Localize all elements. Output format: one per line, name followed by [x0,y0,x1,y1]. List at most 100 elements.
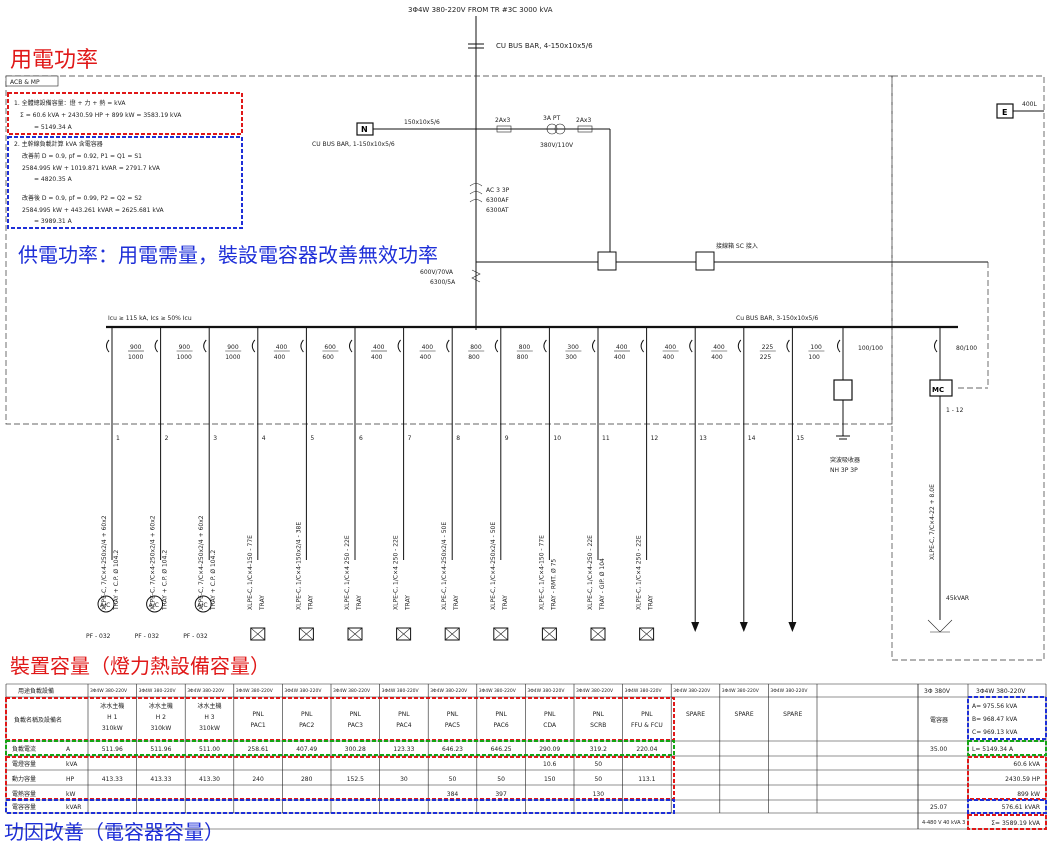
value-cell: 50 [497,776,505,783]
value-cell: 407.49 [296,746,317,753]
row-unit: kW [66,791,75,798]
feeder-conduit: TRAY - GIP. Ø 104 [599,558,606,611]
breaker-trip: 900 [179,344,191,351]
load-name-cell: PAC5 [445,722,460,729]
total-current-box [967,740,1047,756]
cap-size: 45kVAR [946,595,969,602]
fuse-left-icon [496,125,512,133]
feeder-cable: XLPE-C, 1/C×4 250 - 22E [393,535,400,610]
meter-box-2-icon [695,251,715,271]
source-label: 3Φ4W 380-220V FROM TR #3C 3000 kVA [408,6,553,14]
demand-power-annotation: 用電功率 [10,48,99,73]
n-bus-label: CU BUS BAR, 1-150x10x5/6 [312,141,395,148]
value-cell: 384 [447,791,459,798]
breaker-trip: 400 [665,344,677,351]
load-name-cell: H 3 [204,714,214,721]
load-name-cell: 冰水主機 [149,702,173,710]
value-cell: 50 [594,761,602,768]
bus-rating-label: Icu ≥ 115 kA, Ics ≥ 50% Icu [108,315,192,322]
calc-blue-7: = 3989.31 A [34,218,73,225]
table-header-cell: 3Φ4W 380-220V [576,688,614,694]
spd-label: 突波吸收器 [830,456,860,464]
feeder-number: 8 [456,435,460,442]
acb-at: 6300AF [486,197,509,204]
feeder-number: 5 [310,435,314,442]
phase-balance-box [967,696,1047,740]
breaker-trip: 800 [519,344,531,351]
supply-left: 4-480 V 40 kVA 3 [922,820,965,826]
load-name-cell: PNL [398,711,410,718]
cap-cable: XLPE-C, 7/C×4-22 + 8.0E [929,484,936,560]
mc-icon [929,379,953,397]
meter-box-1-icon [597,251,617,271]
table-header-cell: 3Φ4W 380-220V [770,688,808,694]
feeder-cable: XLPE-C, 1/C×4 250 - 22E [344,535,351,610]
breaker-trip: 600 [324,344,336,351]
feeder-cable: XLPE-C, 7/C×4-250x2/4 + 60x2 [198,515,205,610]
value-cell: 10.6 [543,761,557,768]
table-header-cell: 3Φ4W 380-220V [382,688,420,694]
spare-arrow-icon [691,622,700,632]
fuse-right-label: 2Ax3 [576,117,591,124]
earth-size-label: 400L [1022,101,1037,108]
value-cell: 646.25 [491,746,512,753]
cap-stage: 1 - 12 [946,407,964,414]
meter-text: A/C [100,602,110,609]
phase-c-value: C= 969.13 kVA [972,729,1018,736]
calc-red-2: Σ = 60.6 kVA + 2430.59 HP + 899 kW = 358… [20,112,182,119]
value-cell: 511.00 [199,746,220,753]
table-header-cell: 3Φ4W 380-220V [139,688,177,694]
value-cell: 413.33 [150,776,171,783]
load-name-cell: PAC4 [396,722,411,729]
supply-calc-box [7,136,243,229]
load-name-cell: PNL [350,711,362,718]
breaker-trip: 400 [373,344,385,351]
value-cell: 280 [301,776,313,783]
load-name-cell: 310kW [199,725,220,732]
lamp-total: 60.6 kVA [1013,761,1040,768]
value-cell: 397 [495,791,507,798]
mc-text: MC [932,386,944,394]
load-name-cell: SPARE [783,711,802,718]
load-name-cell: PAC1 [250,722,265,729]
breaker-icon [106,339,110,353]
cap-total: 576.61 kVAR [1002,804,1040,811]
current-row-box [5,740,675,756]
table-header-label: 用途負載設備 [18,687,54,695]
breaker-trip: 900 [227,344,239,351]
value-cell: 290.09 [539,746,560,753]
breaker-frame: 100 [808,354,820,361]
acb-af: 6300AT [486,207,509,214]
load-name-cell: 冰水主機 [100,702,124,710]
breaker-trip: 100 [810,344,822,351]
table-header-cell: 3Φ4W 380-220V [673,688,711,694]
feeder-cable: XLPE-C, 1/C×4-250 - 22E [587,535,594,610]
n-cable-label: 150x10x5/6 [404,119,440,126]
motor-total: 2430.59 HP [1005,776,1040,783]
value-cell: 300.28 [345,746,366,753]
breaker-frame: 400 [663,354,675,361]
breaker-icon [349,339,353,353]
breaker-frame: 800 [517,354,529,361]
breaker-icon [251,339,256,353]
breaker-icon [154,339,158,353]
breaker-icon [689,339,693,353]
cap-left: 25.07 [930,804,947,811]
feeder-conduit: TRAY + C.P. Ø 104.2 [113,550,120,611]
row-label: 電容容量 [12,803,36,811]
load-name-cell: SPARE [735,711,754,718]
feeder-number: 7 [408,435,412,442]
feeder-cable: XLPE-C, 1/C×4-250x2/4 - 50E [441,522,448,610]
feeder-number: 2 [165,435,169,442]
heat-total: 899 kW [1017,791,1040,798]
breaker-trip: 225 [762,344,774,351]
calc-blue-4: = 4820.35 A [34,176,73,183]
value-cell: 150 [544,776,556,783]
table-header-cell: 3Φ4W 380-220V [527,688,565,694]
feeder-conduit: TRAY [405,595,412,611]
